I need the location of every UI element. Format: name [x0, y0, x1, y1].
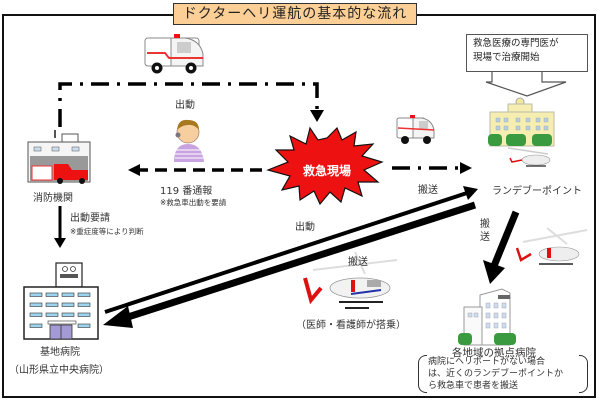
dispatch-request-note: ※重症度等により判断 [70, 227, 144, 236]
transport-ground-label: 搬送 [418, 185, 438, 196]
caller-person-icon [174, 119, 204, 162]
call-119-note: ※救急車出動を要請 [160, 198, 227, 207]
dispatch-ambulance-label: 出動 [175, 100, 195, 111]
regional-note-line-3: ら救急車で患者を搬送 [428, 381, 519, 391]
transport-ground-arrow [392, 162, 472, 174]
diagram-title: ドクターヘリ運航の基本的な流れ [173, 3, 417, 25]
fire-dept-label: 消防機関 [33, 193, 73, 204]
ambulance-icon-small [396, 115, 435, 144]
regional-note-line-1: 病院にヘリポートがない場合 [428, 357, 546, 367]
doctor-heli-icon [303, 251, 398, 309]
helicopter-icon-regional [515, 227, 588, 265]
dispatch-heli-arrow [104, 186, 478, 314]
regional-hospital-label: 各地域の拠点病院 [452, 347, 536, 359]
regional-hospital-note: 病院にヘリポートがない場合 は、近くのランデブーポイントか ら救急車で患者を搬送 [418, 355, 588, 393]
crew-note: （医師・看護師が搭乗） [296, 320, 406, 331]
transport-vertical-arrow [483, 210, 520, 284]
callout-pointer [485, 72, 567, 97]
transport-vertical-label: 搬送 [480, 219, 490, 243]
rendezvous-label: ランデブーポイント [492, 186, 582, 197]
specialist-callout: 救急医療の専門医が 現場で治療開始 [466, 34, 588, 72]
ambulance-icon [144, 34, 204, 74]
base-hospital-label: 基地病院 [40, 347, 80, 358]
dispatch-request-arrow [54, 206, 66, 248]
call-119-arrow [128, 164, 262, 176]
dispatch-request-label: 出動要請 [70, 213, 110, 224]
dispatch-ambulance-arrow [58, 82, 324, 127]
scene-label: 救急現場 [302, 164, 351, 178]
transport-heli-label: 搬送 [348, 257, 368, 268]
call-119-label: 119 番通報 [160, 186, 213, 197]
base-hospital-icon [23, 262, 99, 340]
callout-line-2: 現場で治療開始 [473, 52, 540, 63]
scene-starburst [266, 126, 384, 206]
dispatch-heli-label: 出動 [295, 222, 315, 233]
fire-station-icon [27, 130, 91, 184]
transport-heli-arrow [103, 201, 477, 328]
regional-hospital-icon [458, 288, 516, 346]
base-hospital-sublabel: （山形県立中央病院） [9, 365, 109, 376]
callout-line-1: 救急医療の専門医が [473, 38, 559, 49]
regional-note-line-2: は、近くのランデブーポイントか [428, 369, 564, 379]
rendezvous-hospital-icon [488, 97, 555, 147]
helicopter-icon-small [507, 147, 551, 167]
